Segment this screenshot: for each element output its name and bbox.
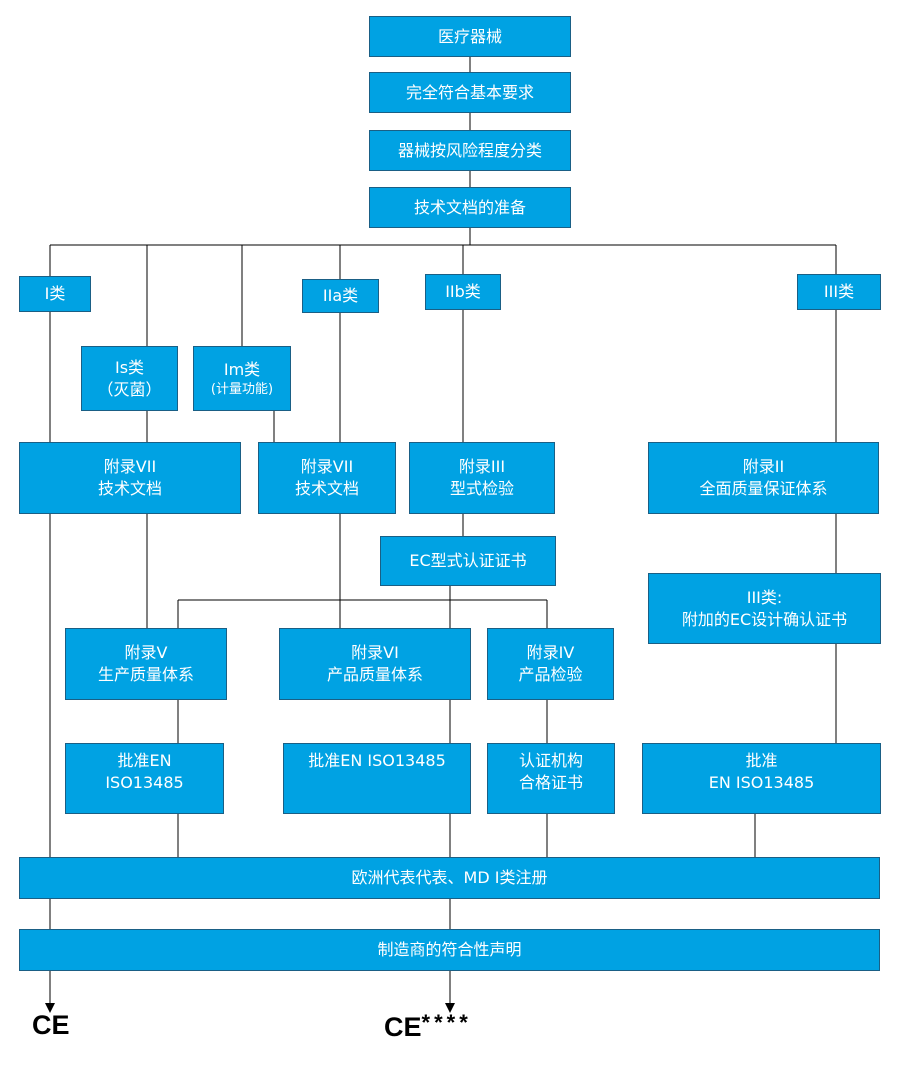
node-label-line1: 附录VII [300, 457, 354, 476]
node-label-line1: III类: [746, 587, 783, 607]
node-label-line2: EN ISO13485 [708, 773, 815, 792]
node-label-line2: 全面质量保证体系 [699, 479, 828, 498]
node-label-line2: 生产质量体系 [97, 665, 194, 684]
node-label-line1: 附录VII [103, 457, 157, 476]
node-label-line1: 附录VI [351, 643, 399, 662]
node-annex-vii-left: 附录VII 技术文档 [19, 442, 241, 514]
node-label-line2: (计量功能) [210, 381, 274, 397]
node-risk-classification: 器械按风险程度分类 [369, 130, 571, 171]
node-class-iii-design-cert: III类: 附加的EC设计确认证书 [648, 573, 881, 644]
node-label: 制造商的符合性声明 [377, 940, 522, 959]
node-label-line1: 附录III [458, 457, 506, 476]
node-class-i: I类 [19, 276, 91, 312]
node-annex-vii-mid: 附录VII 技术文档 [258, 442, 396, 514]
node-label-line1: 附录V [124, 643, 168, 662]
node-label-line1: 批准 [745, 751, 778, 770]
node-class-iii: III类 [797, 274, 881, 310]
node-label: III类 [823, 282, 855, 301]
node-ec-type-certificate: EC型式认证证书 [380, 536, 556, 586]
node-label-line1: 附录IV [526, 643, 575, 662]
node-label-line2: （灭菌） [97, 379, 162, 399]
node-label: 医疗器械 [437, 26, 502, 46]
node-label-line1: 附录II [742, 457, 785, 476]
ce-mark-left: CE [32, 1010, 70, 1041]
notified-body-number: **** [421, 1010, 472, 1035]
node-label-line2: 附加的EC设计确认证书 [681, 609, 848, 629]
ce-mark-right: CE**** [384, 1010, 472, 1043]
node-label: 技术文档的准备 [413, 197, 526, 217]
node-approve-en-iso-right: 批准 EN ISO13485 [642, 743, 881, 814]
node-essential-requirements: 完全符合基本要求 [369, 72, 571, 113]
node-label: I类 [44, 284, 66, 303]
node-class-im-measuring: Im类 (计量功能) [193, 346, 291, 411]
node-label-line2: 技术文档 [97, 479, 162, 498]
node-label: EC型式认证证书 [409, 551, 527, 570]
node-class-is-sterile: Is类 （灭菌） [81, 346, 178, 411]
node-annex-iv: 附录IV 产品检验 [487, 628, 614, 700]
node-annex-iii: 附录III 型式检验 [409, 442, 555, 514]
node-class-iia: IIa类 [302, 279, 379, 313]
node-medical-device: 医疗器械 [369, 16, 571, 57]
node-annex-v: 附录V 生产质量体系 [65, 628, 227, 700]
node-label-line1: Im类 [223, 359, 261, 379]
node-label-line1: Is类 [114, 357, 145, 377]
node-approve-en-iso-mid: 批准EN ISO13485 [283, 743, 471, 814]
node-label: 器械按风险程度分类 [397, 140, 542, 160]
node-label: IIa类 [322, 286, 359, 305]
ce-mark-text: CE [384, 1012, 422, 1042]
node-technical-docs-prep: 技术文档的准备 [369, 187, 571, 228]
ce-mark-text: CE [32, 1010, 70, 1040]
node-label: 完全符合基本要求 [405, 82, 534, 102]
node-annex-ii: 附录II 全面质量保证体系 [648, 442, 879, 514]
node-label-line2: 技术文档 [294, 479, 359, 498]
node-label-line2: 型式检验 [449, 479, 514, 498]
node-label-line2: ISO13485 [105, 773, 184, 792]
node-class-iib: IIb类 [425, 274, 501, 310]
node-eu-representative: 欧洲代表代表、MD I类注册 [19, 857, 880, 899]
node-declaration-of-conformity: 制造商的符合性声明 [19, 929, 880, 971]
node-annex-vi: 附录VI 产品质量体系 [279, 628, 471, 700]
node-label-line2: 产品质量体系 [326, 665, 423, 684]
node-notified-body-certificate: 认证机构 合格证书 [487, 743, 615, 814]
node-label-line1: 批准EN [117, 751, 172, 770]
node-label: IIb类 [445, 282, 481, 301]
node-label-line1: 认证机构 [518, 751, 583, 770]
node-label: 批准EN ISO13485 [308, 751, 446, 770]
node-label-line2: 合格证书 [518, 773, 583, 792]
node-approve-en-iso-left: 批准EN ISO13485 [65, 743, 224, 814]
node-label: 欧洲代表代表、MD I类注册 [351, 868, 548, 887]
node-label-line2: 产品检验 [518, 665, 583, 684]
